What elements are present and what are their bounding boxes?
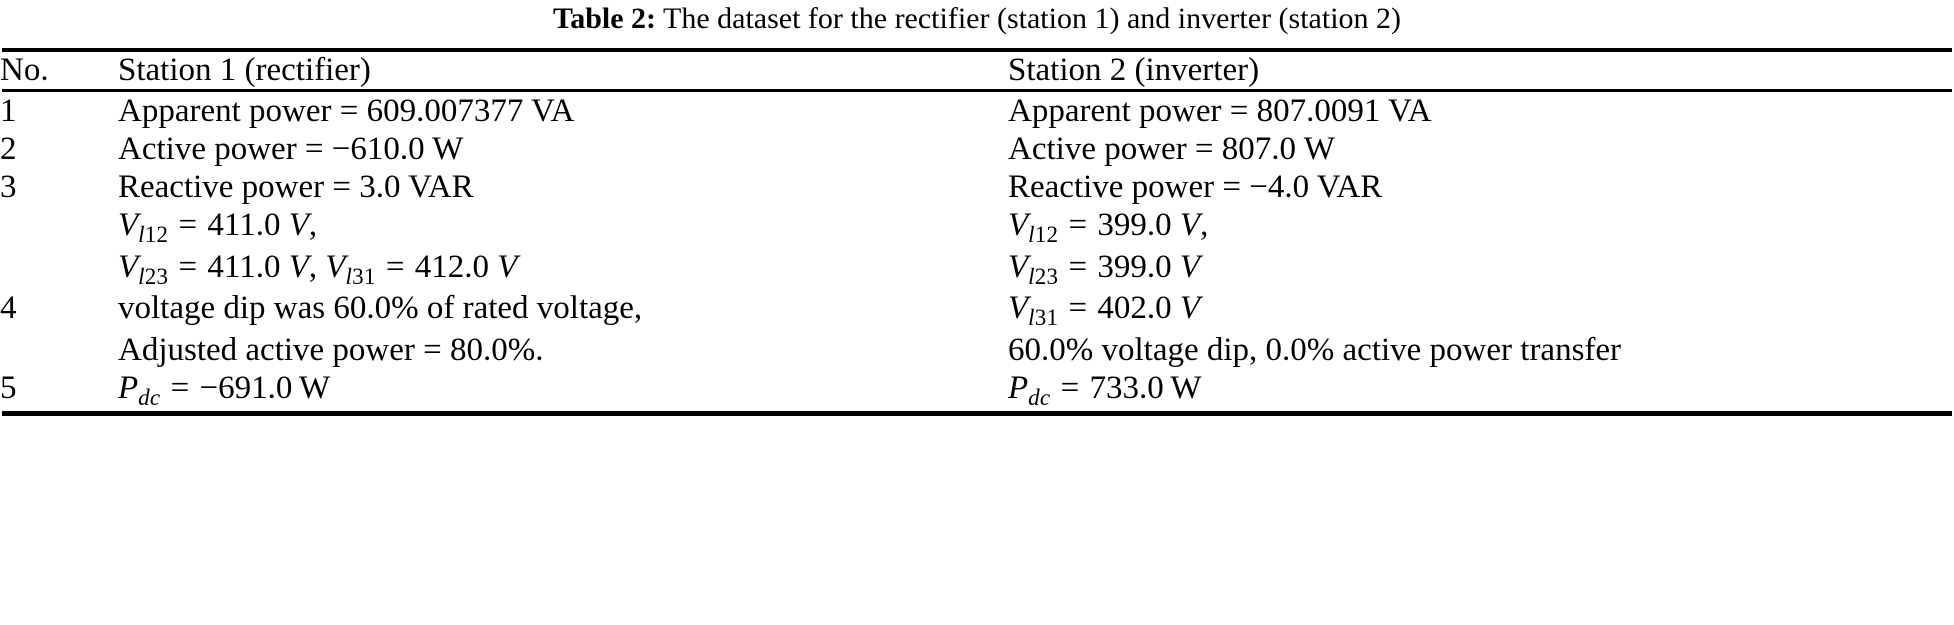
unit-watt: W	[1170, 370, 1202, 407]
voltage-subscript-l: l	[1028, 221, 1035, 248]
unit-volt: V	[288, 248, 309, 285]
dataset-table-body: 1 Apparent power = 609.007377 VA Apparen…	[0, 92, 1954, 411]
column-header-no: No.	[0, 52, 49, 88]
voltage-subscript-l: l	[1028, 262, 1035, 289]
table-header-row: No. Station 1 (rectifier) Station 2 (inv…	[0, 52, 1954, 89]
row-station1-voltage-l23-l31: Vl23 = 411.0 V, Vl31 = 412.0 V	[118, 248, 1008, 290]
row-station1-value: Reactive power = 3.0 VAR	[118, 169, 474, 206]
pdc-value-station2: 733.0	[1089, 370, 1164, 407]
comma: ,	[1200, 207, 1209, 244]
row-number: 1	[0, 92, 17, 129]
equals-sign: =	[385, 248, 405, 285]
power-symbol: P	[118, 370, 139, 407]
row-number: 4	[0, 290, 17, 327]
table-row: Adjusted active power = 80.0%. 60.0% vol…	[0, 331, 1954, 369]
row-number: 5	[0, 370, 17, 407]
row-station2-value: Active power = 807.0 W	[1008, 131, 1335, 168]
row-station2-value: Reactive power = −4.0 VAR	[1008, 169, 1383, 206]
pdc-value-station1: 691.0	[218, 370, 293, 407]
voltage-value-l12-station1: 411.0	[207, 207, 281, 244]
equals-sign: =	[178, 248, 198, 285]
voltage-subscript-l: l	[138, 262, 145, 289]
row-station2-voltage-l12: Vl12 = 399.0 V,	[1008, 206, 1954, 248]
minus-sign: −	[199, 370, 219, 407]
row-number: 3	[0, 169, 17, 206]
power-subscript-dc: dc	[138, 384, 161, 411]
row-station2-dip-transfer: 60.0% voltage dip, 0.0% active power tra…	[1008, 332, 1622, 369]
table-rule-bottom	[2, 410, 1952, 416]
row-station2-pdc: Pdc = 733.0 W	[1008, 369, 1954, 411]
row-number	[0, 206, 118, 248]
row-station1-voltage-l12: Vl12 = 411.0 V,	[118, 206, 1008, 248]
column-header-station1: Station 1 (rectifier)	[118, 52, 371, 88]
voltage-subscript-31: 31	[352, 262, 376, 289]
column-header-station2: Station 2 (inverter)	[1008, 52, 1260, 88]
voltage-value-l23-station1: 411.0	[207, 248, 281, 285]
voltage-subscript-l: l	[345, 262, 353, 289]
table-row: Vl12 = 411.0 V, Vl12 = 399.0 V,	[0, 206, 1954, 248]
dataset-table: No. Station 1 (rectifier) Station 2 (inv…	[0, 52, 1954, 89]
table-row: 4 voltage dip was 60.0% of rated voltage…	[0, 289, 1954, 331]
voltage-symbol: V	[118, 248, 139, 285]
row-station2-voltage-l23: Vl23 = 399.0 V	[1008, 248, 1954, 290]
row-number	[0, 331, 118, 369]
comma: ,	[308, 207, 318, 244]
row-number	[0, 248, 118, 290]
row-station1-voltage-dip: voltage dip was 60.0% of rated voltage,	[118, 290, 643, 327]
voltage-subscript-12: 12	[144, 221, 169, 248]
voltage-subscript-12: 12	[1034, 221, 1059, 248]
voltage-symbol: V	[1008, 248, 1029, 285]
unit-volt: V	[1179, 290, 1201, 327]
voltage-value-l23-station2: 399.0	[1097, 248, 1172, 285]
voltage-value-l12-station2: 399.0	[1097, 207, 1172, 244]
voltage-subscript-23: 23	[1034, 262, 1059, 289]
row-station1-value: Active power = −610.0 W	[118, 131, 464, 168]
voltage-symbol: V	[1008, 290, 1029, 327]
caption-label: Table 2:	[552, 2, 657, 35]
row-station2-voltage-l31: Vl31 = 402.0 V	[1008, 289, 1954, 331]
unit-watt: W	[298, 370, 331, 407]
equals-sign: =	[178, 207, 198, 244]
voltage-value-l31-station1: 412.0	[414, 248, 490, 285]
unit-volt: V	[497, 248, 518, 285]
row-station1-adjusted-power: Adjusted active power = 80.0%.	[118, 332, 544, 369]
power-symbol: P	[1008, 370, 1029, 407]
voltage-subscript-31: 31	[1034, 304, 1059, 331]
equals-sign: =	[1068, 290, 1088, 327]
table-row: 2 Active power = −610.0 W Active power =…	[0, 130, 1954, 168]
row-station1-value: Apparent power = 609.007377 VA	[118, 92, 575, 129]
comma: ,	[308, 248, 318, 285]
equals-sign: =	[1068, 207, 1088, 244]
table-row: Vl23 = 411.0 V, Vl31 = 412.0 V Vl23 = 39	[0, 248, 1954, 290]
equals-sign: =	[1068, 248, 1088, 285]
table-caption: Table 2: The dataset for the rectifier (…	[0, 0, 1954, 48]
voltage-symbol: V	[1008, 207, 1029, 244]
voltage-subscript-l: l	[1028, 304, 1035, 331]
row-station1-pdc: Pdc = −691.0 W	[118, 369, 1008, 411]
voltage-symbol: V	[325, 248, 346, 285]
power-subscript-dc: dc	[1028, 384, 1051, 411]
unit-volt: V	[1179, 248, 1201, 285]
unit-volt: V	[1179, 207, 1201, 244]
equals-sign: =	[1060, 370, 1080, 407]
unit-volt: V	[288, 207, 309, 244]
table-rule-top	[2, 48, 1952, 52]
table-rule-midrule	[2, 88, 1952, 92]
table-row: 1 Apparent power = 609.007377 VA Apparen…	[0, 92, 1954, 130]
table-row: 5 Pdc = −691.0 W Pdc = 733.0 W	[0, 369, 1954, 411]
voltage-subscript-l: l	[138, 221, 145, 248]
voltage-symbol: V	[118, 207, 139, 244]
caption-text: The dataset for the rectifier (station 1…	[663, 2, 1402, 35]
voltage-value-l31-station2: 402.0	[1097, 290, 1172, 327]
row-number: 2	[0, 131, 17, 168]
table-row: 3 Reactive power = 3.0 VAR Reactive powe…	[0, 168, 1954, 206]
row-station2-value: Apparent power = 807.0091 VA	[1008, 92, 1432, 129]
voltage-subscript-23: 23	[144, 262, 169, 289]
equals-sign: =	[170, 370, 190, 407]
